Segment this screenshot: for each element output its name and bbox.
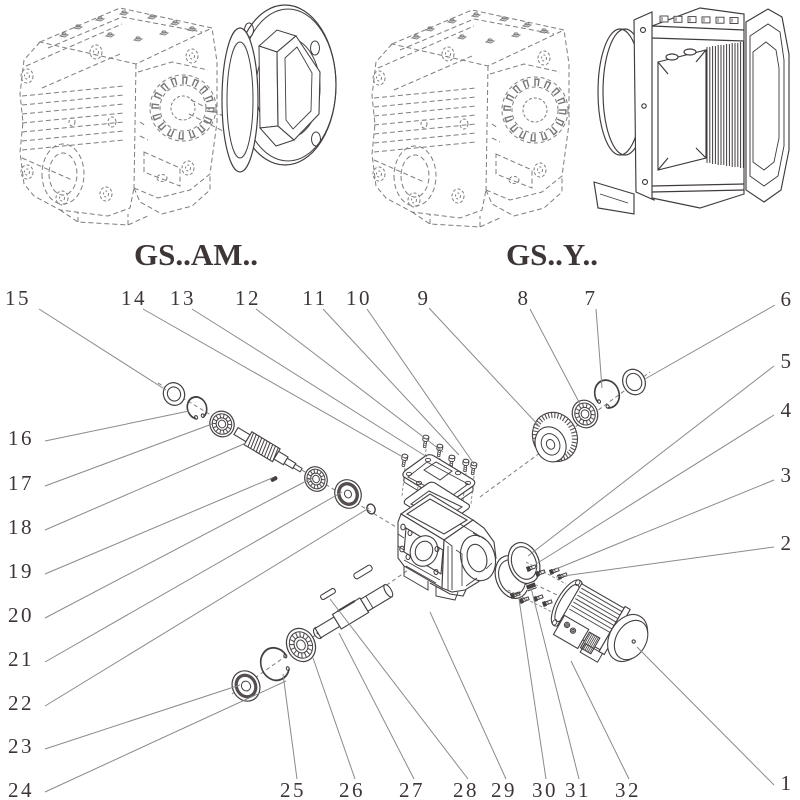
svg-text:29: 29 — [491, 778, 517, 800]
svg-text:9: 9 — [418, 286, 431, 310]
svg-text:3: 3 — [781, 463, 794, 487]
svg-text:22: 22 — [8, 691, 34, 715]
svg-text:11: 11 — [302, 286, 327, 310]
svg-text:17: 17 — [8, 471, 34, 495]
svg-text:31: 31 — [565, 778, 591, 800]
svg-text:1: 1 — [781, 771, 794, 795]
svg-text:27: 27 — [399, 778, 425, 800]
svg-text:4: 4 — [781, 398, 794, 422]
svg-text:10: 10 — [346, 286, 372, 310]
svg-text:30: 30 — [532, 778, 558, 800]
svg-text:5: 5 — [781, 349, 794, 373]
svg-text:19: 19 — [8, 559, 34, 583]
svg-text:2: 2 — [781, 531, 794, 555]
svg-text:15: 15 — [5, 286, 31, 310]
svg-text:26: 26 — [339, 778, 365, 800]
svg-text:GS..AM..: GS..AM.. — [134, 237, 258, 272]
svg-text:20: 20 — [8, 603, 34, 627]
svg-text:28: 28 — [453, 778, 479, 800]
svg-text:8: 8 — [518, 286, 531, 310]
svg-text:12: 12 — [235, 286, 261, 310]
svg-text:25: 25 — [280, 778, 306, 800]
svg-text:23: 23 — [8, 734, 34, 758]
svg-text:21: 21 — [8, 647, 34, 671]
svg-text:6: 6 — [781, 287, 794, 311]
svg-text:16: 16 — [8, 426, 34, 450]
svg-text:18: 18 — [8, 515, 34, 539]
svg-text:32: 32 — [615, 778, 641, 800]
svg-text:GS..Y..: GS..Y.. — [506, 237, 598, 272]
svg-text:7: 7 — [585, 286, 598, 310]
svg-text:24: 24 — [8, 778, 34, 800]
svg-text:13: 13 — [170, 286, 196, 310]
svg-text:14: 14 — [121, 286, 147, 310]
